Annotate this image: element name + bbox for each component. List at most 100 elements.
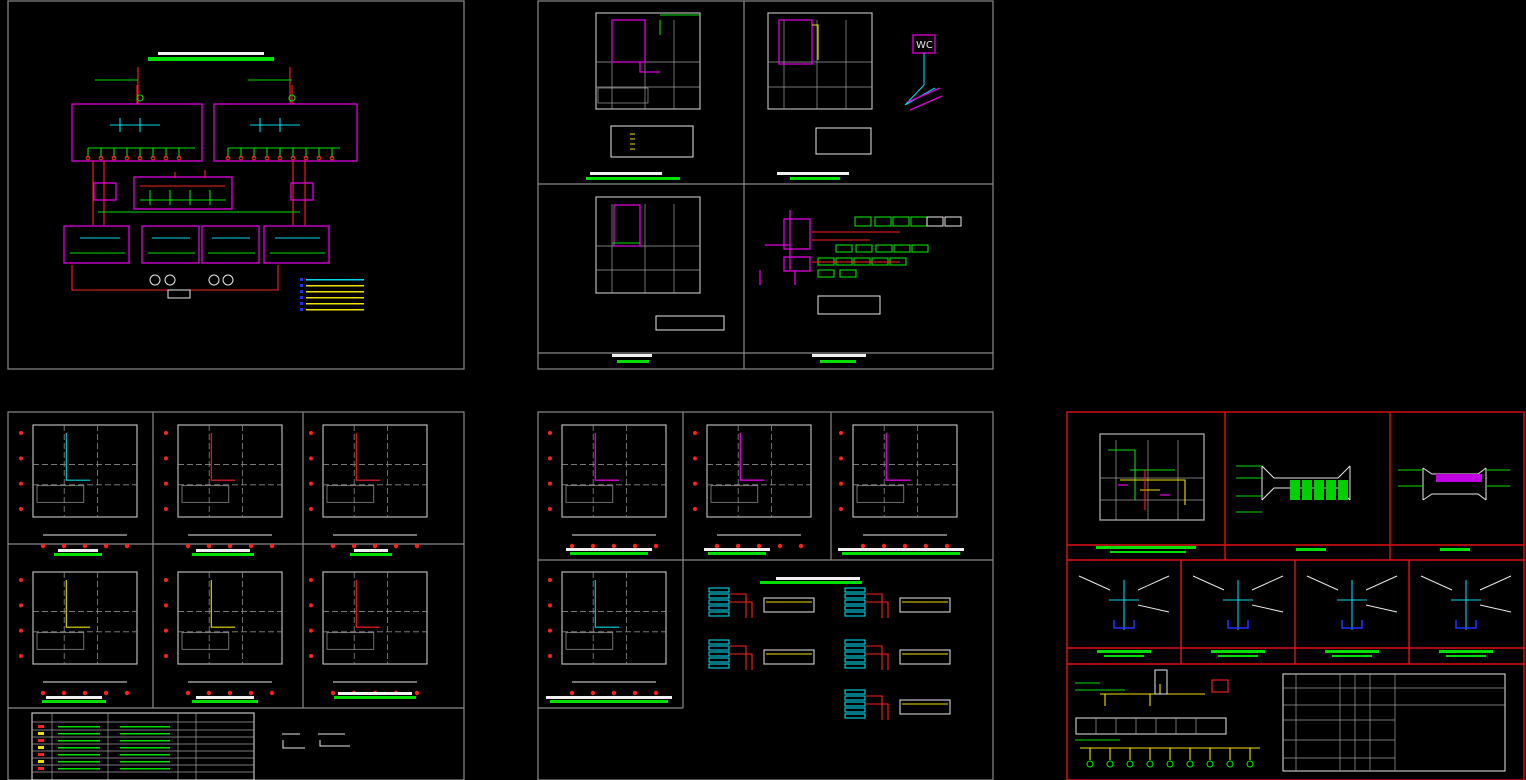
grid-bubble — [227, 543, 233, 549]
service-run — [594, 433, 620, 481]
schedule-cell — [844, 657, 866, 663]
grid-bubble — [248, 543, 254, 549]
grid-bubble — [206, 690, 212, 696]
grid-bubble — [103, 690, 109, 696]
service-run — [210, 580, 236, 628]
sub-board-2[interactable] — [141, 225, 200, 264]
schedule-wire — [866, 645, 889, 670]
plan-a[interactable] — [586, 12, 701, 180]
block-diagram[interactable] — [759, 210, 962, 363]
sheet-details[interactable] — [1066, 411, 1525, 780]
main-board-1[interactable] — [71, 103, 203, 162]
legend-line — [306, 303, 364, 305]
legend-text — [58, 754, 100, 756]
schedule-panel — [899, 699, 951, 715]
legend-text — [120, 754, 170, 756]
grid-bubble — [330, 690, 336, 696]
battery-cell — [1302, 480, 1312, 500]
stair — [326, 632, 375, 650]
sheet-single-line-diagram[interactable] — [7, 0, 465, 370]
title-underline — [54, 553, 102, 556]
legend-marker — [300, 290, 303, 293]
grid-bubble — [372, 543, 378, 549]
plan-outline — [32, 424, 138, 518]
schedule-cell — [844, 593, 866, 599]
schedule-panel — [763, 649, 815, 665]
grid-bubble — [269, 543, 275, 549]
sheet-floor-plans-schedules[interactable] — [537, 411, 994, 780]
detail-plan[interactable] — [1096, 433, 1205, 553]
grid-bubble — [653, 690, 659, 696]
grid-bubble — [693, 431, 697, 435]
detail-section-2[interactable] — [1398, 467, 1510, 551]
main-board-2[interactable] — [213, 103, 358, 162]
title-bar — [338, 692, 412, 695]
sub-board-3[interactable] — [201, 225, 260, 264]
grid-bubble — [40, 690, 46, 696]
ats-panel[interactable] — [133, 176, 233, 210]
schedule-cell — [844, 695, 866, 701]
riser-and-table[interactable] — [1075, 669, 1506, 772]
grid-line — [853, 425, 957, 517]
title-bar — [196, 549, 250, 552]
battery-cell — [1290, 480, 1300, 500]
feeder-node — [98, 155, 104, 161]
pipe — [1109, 580, 1139, 630]
grid-bubble — [19, 481, 23, 486]
feeder-node — [290, 155, 296, 161]
plan-b[interactable]: WC — [767, 12, 943, 180]
grid-bubble — [632, 690, 638, 696]
title-bar — [354, 549, 388, 552]
grid-bubble — [548, 431, 552, 435]
block-box — [855, 244, 873, 253]
pipe — [1451, 580, 1481, 630]
battery-cell — [1338, 480, 1348, 500]
grid-bubble — [82, 690, 88, 696]
sub-board-4[interactable] — [263, 225, 330, 264]
legend-line — [306, 285, 364, 287]
grid-line — [562, 572, 666, 664]
feeder-node — [85, 155, 91, 161]
schedule-cell — [844, 611, 866, 617]
grid-bubble — [693, 507, 697, 511]
grid-bubble — [103, 543, 109, 549]
legend-line — [306, 291, 364, 293]
title-underline — [842, 552, 960, 555]
grid-bubble — [124, 690, 130, 696]
sheet-floor-plans-4-up[interactable]: WC — [537, 0, 994, 370]
legend-box-c — [655, 315, 725, 331]
grid-bubble — [309, 578, 313, 582]
wc-symbol-label: WC — [916, 40, 933, 51]
legend-text — [120, 747, 170, 749]
grid-bubble — [798, 543, 804, 549]
grid-bubble — [756, 543, 762, 549]
legend-line — [306, 297, 364, 299]
legend-symbol — [38, 760, 44, 763]
legend-table — [31, 712, 255, 780]
grid-line — [323, 572, 427, 664]
feeder-node — [176, 155, 182, 161]
block-box — [817, 269, 835, 278]
title-underline — [42, 700, 106, 703]
feeder-node — [329, 155, 335, 161]
title-underline — [708, 552, 766, 555]
block-box — [926, 216, 944, 227]
grid-bubble — [839, 507, 843, 511]
pipe — [1337, 580, 1367, 630]
schedule-cell — [708, 599, 730, 605]
stair — [565, 632, 614, 650]
fixture — [1246, 760, 1254, 768]
block-box — [892, 216, 910, 227]
grid-bubble — [590, 690, 596, 696]
grid-bubble — [902, 543, 908, 549]
sheet-floor-plans-6-up[interactable] — [7, 411, 465, 780]
schedule-cell — [708, 605, 730, 611]
detail-section-1[interactable] — [1236, 465, 1351, 551]
legend-marker — [300, 308, 303, 311]
title-bar — [58, 549, 98, 552]
grid-bubble — [185, 543, 191, 549]
sub-board-1[interactable] — [63, 225, 130, 264]
stair — [181, 632, 230, 650]
plan-c[interactable] — [595, 196, 725, 363]
